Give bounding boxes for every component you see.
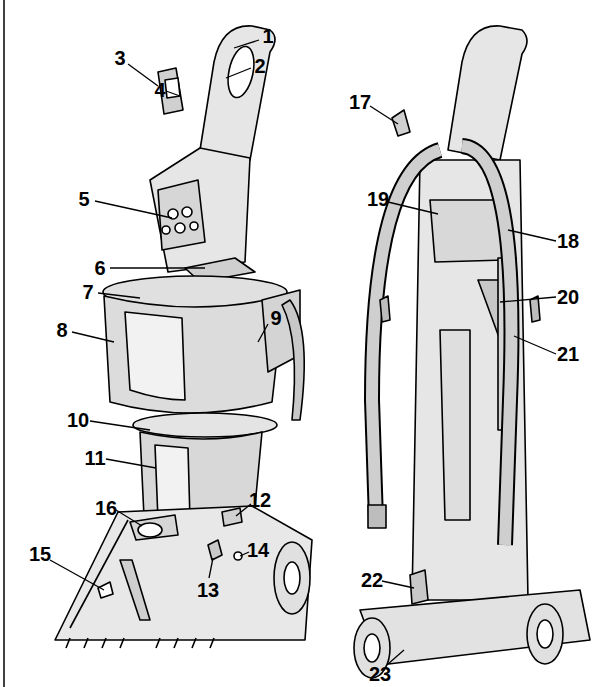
callout-number: 14 [247, 539, 269, 561]
callout-number: 5 [78, 188, 89, 210]
callout-number: 22 [361, 569, 383, 591]
callout-number: 7 [82, 281, 93, 303]
callout-number: 20 [557, 286, 579, 308]
callout-number: 18 [557, 230, 579, 252]
callout-number: 11 [84, 447, 105, 469]
callout-number: 3 [114, 47, 125, 69]
callout-number: 1 [262, 25, 273, 47]
callout-number: 15 [29, 543, 51, 565]
callout-number: 10 [67, 409, 89, 431]
front-view [55, 26, 312, 648]
callout-number: 2 [254, 55, 265, 77]
callout-number: 4 [154, 79, 165, 101]
callout-number: 16 [95, 497, 117, 519]
callout-number: 19 [367, 188, 389, 210]
callout-number: 21 [557, 343, 579, 365]
rear-view [354, 26, 590, 678]
callout-number: 13 [197, 579, 219, 601]
callout-number: 23 [369, 663, 391, 685]
callout-number: 9 [270, 307, 281, 329]
callout-number: 8 [56, 319, 67, 341]
frame [3, 0, 5, 687]
leader-lines [50, 40, 556, 664]
callout-number: 17 [349, 91, 371, 113]
callout-number: 12 [249, 489, 271, 511]
callout-number: 6 [94, 257, 105, 279]
